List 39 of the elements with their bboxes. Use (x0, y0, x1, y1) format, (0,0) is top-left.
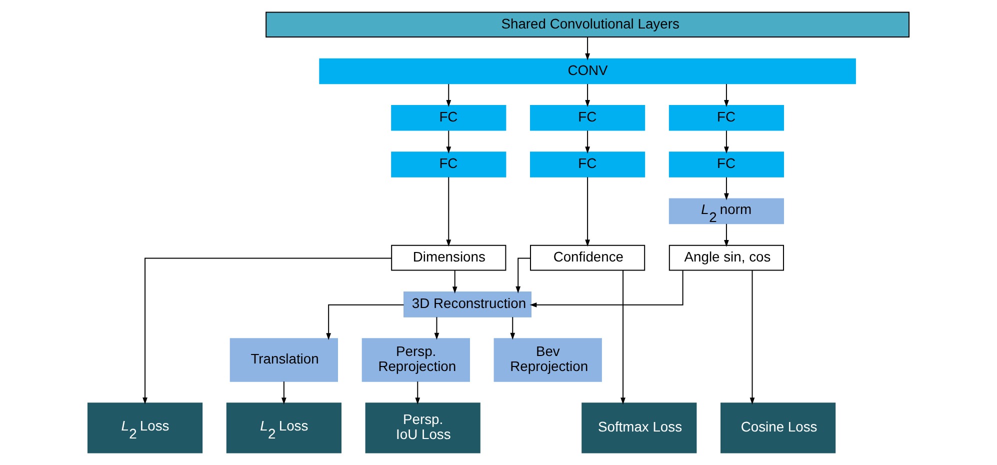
node-box: FC (530, 152, 646, 178)
arrow (530, 270, 684, 308)
arrow (142, 258, 392, 404)
node-box: Dimensions (391, 244, 506, 271)
node-box: Persp. Reprojection (362, 338, 470, 382)
node-box: Translation (230, 338, 338, 382)
node-box: Bev Reprojection (494, 338, 602, 382)
arrow (282, 381, 286, 405)
node-box: Softmax Loss (582, 402, 697, 454)
node-box: Shared Convolutional Layers (266, 12, 910, 38)
arrow (585, 130, 590, 154)
arrow (585, 176, 590, 247)
node-box: FC (668, 105, 784, 131)
node-box: Cosine Loss (720, 402, 836, 454)
arrow (446, 84, 452, 107)
node-box: FC (391, 152, 506, 178)
arrow (434, 316, 440, 340)
arrow (724, 84, 729, 107)
arrow (750, 270, 755, 405)
node-box: Angle sin, cos (668, 244, 784, 271)
node-box: FC (530, 105, 646, 131)
arrow (446, 130, 452, 154)
arrow (724, 130, 729, 154)
node-box: Persp. IoU Loss (365, 402, 480, 454)
arrow (452, 270, 458, 294)
node-box: 3D Reconstruction (404, 292, 532, 318)
arrow (620, 270, 626, 405)
arrow (446, 176, 452, 247)
arrow (326, 304, 404, 340)
arrow (585, 36, 590, 60)
arrow (415, 381, 420, 405)
node-box: FC (391, 105, 506, 131)
arrow (724, 176, 729, 200)
node-box: Confidence (530, 244, 646, 271)
arrow (724, 223, 729, 247)
node-box: CONV (319, 58, 856, 84)
arrow (510, 316, 516, 340)
arrow (585, 84, 590, 107)
node-box: FC (668, 152, 784, 178)
